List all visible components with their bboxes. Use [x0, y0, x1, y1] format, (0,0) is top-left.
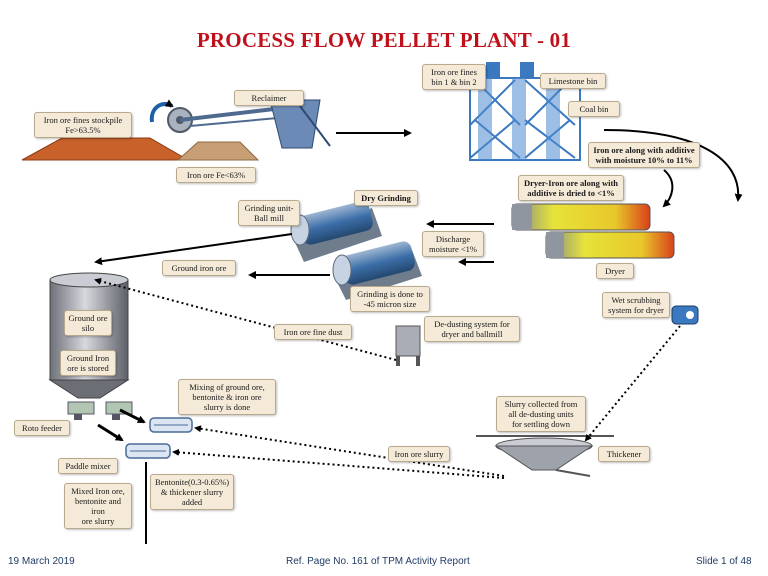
stockpile-label: Iron ore fines stockpile Fe>63.5% [34, 112, 132, 138]
material-flow-arrows [94, 129, 743, 544]
roto-feeder-icon [67, 401, 133, 420]
paddle-mixer-icon [125, 417, 193, 459]
limestone-bin-label: Limestone bin [540, 73, 606, 89]
footer-slide-number: Slide 1 of 48 [696, 556, 752, 567]
dryer-label: Dryer [596, 263, 634, 279]
grinding-unit-label: Grinding unit- Ball mill [238, 200, 300, 226]
ground-iron-ore-label: Ground iron ore [162, 260, 236, 276]
mixed-iron-ore-label: Mixed Iron ore, bentonite and iron ore s… [64, 483, 132, 529]
ball-mill-upper-icon [290, 201, 382, 262]
discharge-moisture-label: Discharge moisture <1% [422, 231, 484, 257]
dust-slurry-flow-arrows [94, 277, 681, 479]
thickener-label: Thickener [598, 446, 650, 462]
iron-ore-fine-dust-label: Iron ore fine dust [274, 324, 352, 340]
dryer-iron-ore-label: Dryer-Iron ore along with additive is dr… [518, 175, 624, 201]
iron-ore-bins-label: Iron ore fines bin 1 & bin 2 [422, 64, 486, 90]
iron-ore-slurry-label: Iron ore slurry [388, 446, 450, 462]
reclaimer-label: Reclaimer [234, 90, 304, 106]
roto-feeder-label: Roto feeder [14, 420, 70, 436]
dryer-drum-upper-icon [511, 203, 651, 231]
wet-scrubber-icon [671, 305, 699, 325]
bentonite-label: Bentonite(0.3-0.65%) & thickener slurry … [150, 474, 234, 510]
dry-grinding-label: Dry Grinding [354, 190, 418, 206]
reclaimer-icon [149, 99, 331, 149]
paddle-mixer-label: Paddle mixer [58, 458, 118, 474]
grinding-done-label: Grinding is done to -45 micron size [350, 286, 430, 312]
slurry-collected-label: Slurry collected from all de-dusting uni… [496, 396, 586, 432]
dryer-drum-lower-icon [545, 231, 675, 259]
dedusting-unit-icon [395, 325, 421, 366]
iron-ore-additive-label: Iron ore along with additive with moistu… [588, 142, 700, 168]
footer-reference: Ref. Page No. 161 of TPM Activity Report [286, 556, 470, 567]
wet-scrubbing-label: Wet scrubbing system for dryer [602, 292, 670, 318]
mixing-label: Mixing of ground ore, bentonite & iron o… [178, 379, 276, 415]
storage-bins-icon [469, 62, 581, 161]
coal-bin-label: Coal bin [568, 101, 620, 117]
ground-ore-silo-label: Ground ore silo [64, 310, 112, 336]
slide-title: PROCESS FLOW PELLET PLANT - 01 [196, 28, 572, 52]
ground-iron-stored-label: Ground Iron ore is stored [60, 350, 116, 376]
footer-date: 19 March 2019 [8, 556, 75, 567]
stockpile-icon [21, 137, 260, 161]
thickener-icon [476, 435, 614, 477]
iron-ore-fe-label: Iron ore Fe<63% [176, 167, 256, 183]
dedusting-label: De-dusting system for dryer and ballmill [424, 316, 520, 342]
